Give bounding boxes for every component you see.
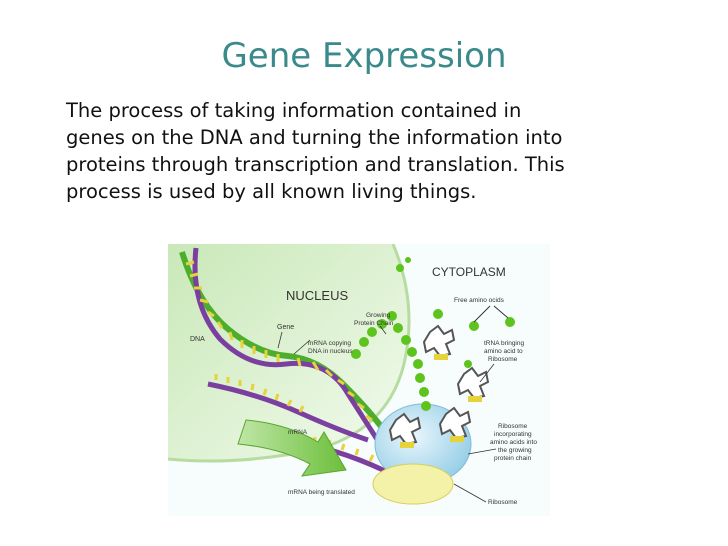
nucleus-region [168, 244, 410, 462]
label-mrna: mRNA [288, 429, 308, 436]
slide-title: Gene Expression [221, 36, 507, 76]
body-line: proteins through transcription and trans… [66, 153, 565, 176]
free-amino-pointers [473, 305, 509, 323]
label-trna: tRNA bringing [484, 340, 524, 347]
label-ribosome-inc-3: amino acids into [490, 439, 537, 446]
body-line: The process of taking information contai… [66, 99, 522, 122]
trna-molecules [388, 324, 490, 446]
dna-helix [179, 247, 386, 446]
slide-body: The process of taking information contai… [66, 97, 706, 205]
translation-arrow [237, 419, 347, 477]
gene-expression-diagram: NUCLEUS CYTOPLASM DNA Gene mRNA copying … [168, 244, 550, 516]
label-mrna-copying: mRNA copying [308, 340, 351, 347]
label-trna-3: Ribosome [488, 356, 518, 363]
label-free-amino-acids: Free amino ocids [454, 297, 505, 304]
label-mrna-copying-2: DNA in nucleus [308, 348, 353, 355]
label-mrna-translated: mRNA being translated [288, 489, 355, 496]
pointer-lines [277, 325, 497, 503]
label-growing-chain: Growing [366, 312, 391, 319]
label-cytoplasm: CYTOPLASM [432, 265, 506, 279]
label-ribosome-inc-4: the growing [498, 447, 532, 454]
label-ribosome: Ribosome [488, 499, 518, 506]
label-ribosome-inc: Ribosome [498, 423, 528, 430]
body-line: process is used by all known living thin… [66, 180, 477, 203]
label-trna-2: amino acid to [484, 348, 523, 355]
trna-anticodons [400, 354, 482, 448]
label-dna: DNA [190, 336, 205, 343]
label-nucleus: NUCLEUS [286, 288, 348, 303]
body-line: genes on the DNA and turning the informa… [66, 126, 563, 149]
label-growing-chain-2: Protein Chain [354, 320, 394, 327]
label-gene: Gene [277, 324, 294, 331]
amino-acids [351, 257, 515, 411]
nucleus-membrane [168, 244, 411, 463]
label-ribosome-inc-5: protein chain [494, 455, 532, 462]
label-ribosome-inc-2: incorporating [494, 431, 532, 438]
